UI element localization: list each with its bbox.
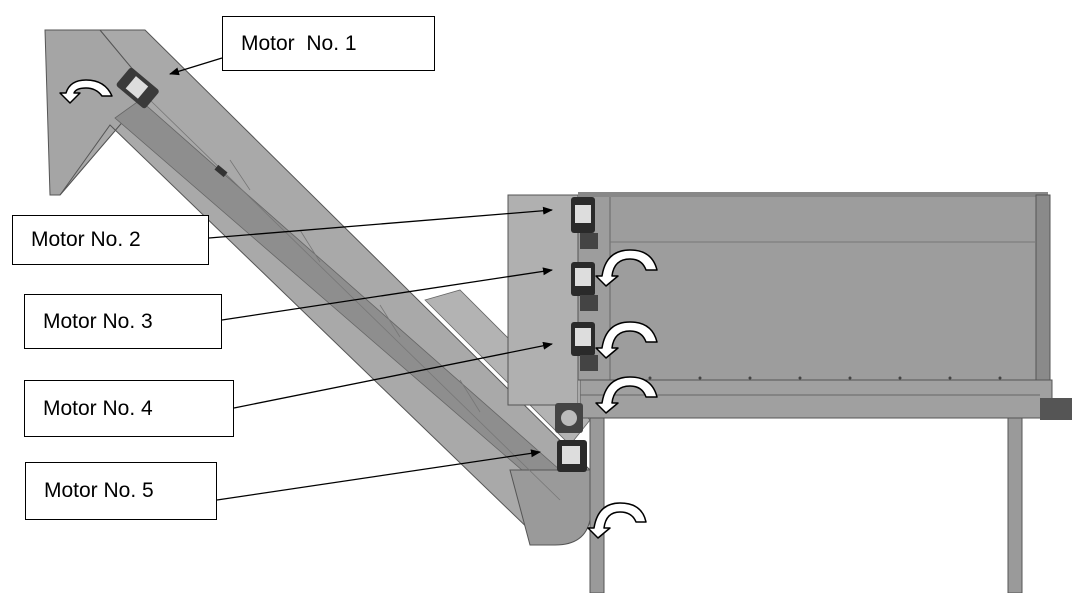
belt-joint-line: [299, 229, 321, 263]
motor-3-label: Motor No. 3: [24, 294, 222, 349]
panel-bolts: [648, 376, 1002, 380]
leader-arrow-icon: [216, 449, 541, 501]
motor-icon: [555, 403, 587, 472]
leader-arrow-icon: [208, 206, 553, 239]
motor-icon: [571, 322, 598, 371]
motor-icon: [571, 197, 598, 249]
machine-main-panel: [577, 194, 1041, 381]
right-leg: [1007, 417, 1023, 593]
leader-arrow-icon: [169, 57, 223, 76]
rotation-arrow-icon: [595, 249, 658, 287]
belt-joint-line: [379, 304, 401, 338]
rail-end-cap: [1040, 398, 1072, 420]
rotation-arrow-icon: [595, 376, 658, 414]
rotation-arrow-icon: [587, 502, 647, 539]
motor-icon: [571, 262, 598, 311]
belt-fixture: [214, 164, 228, 178]
horizontal-frame-rail: [579, 379, 1053, 419]
motor-2-label: Motor No. 2: [12, 215, 209, 265]
rotation-arrow-icon: [595, 321, 658, 359]
motor-icon: [116, 67, 159, 109]
leader-arrow-icon: [233, 341, 553, 409]
motor-5-label: Motor No. 5: [25, 462, 217, 520]
belt-joint-line: [229, 159, 251, 191]
leader-arrows: [169, 57, 553, 501]
left-leg: [589, 417, 605, 593]
leader-arrow-icon: [221, 267, 553, 321]
machine-top-rim: [578, 192, 1048, 197]
machine-body: [507, 192, 1072, 593]
rotation-arrows: [59, 79, 658, 539]
conveyor-boot: [509, 469, 591, 546]
motor-1-label: Motor No. 1: [222, 16, 435, 71]
rotation-arrow-icon: [59, 79, 113, 104]
motor-4-label: Motor No. 4: [24, 380, 234, 437]
belt-joint-line: [459, 379, 481, 413]
machine-side-panel: [507, 194, 579, 406]
motors: [116, 67, 598, 472]
